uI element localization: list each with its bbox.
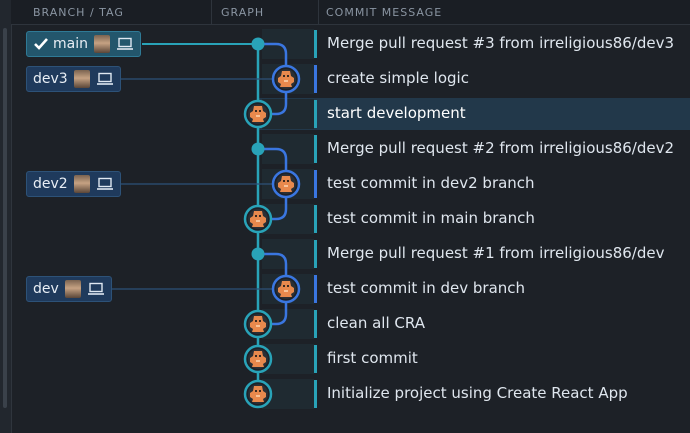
commit-message[interactable]: create simple logic: [327, 69, 469, 87]
pixel-avatar-icon: [250, 211, 266, 227]
pixel-avatar-mouth: [284, 290, 288, 292]
pixel-avatar-mouth: [256, 115, 260, 117]
branch-merge-curve: [258, 252, 288, 289]
pixel-avatar-icon: [250, 316, 266, 332]
pixel-avatar-icon: [250, 106, 266, 122]
branch-merge-curve: [258, 147, 288, 184]
pixel-avatar-icon: [278, 281, 294, 297]
branch-ref-dev3[interactable]: dev3: [26, 66, 121, 92]
lane-accent-bar: [314, 205, 317, 233]
graph-header: BRANCH / TAG GRAPH COMMIT MESSAGE: [11, 0, 690, 25]
branch-name: dev: [33, 281, 59, 297]
column-separator[interactable]: [318, 0, 319, 24]
pixel-avatar-eye: [255, 390, 257, 392]
lane-accent-bar: [314, 380, 317, 408]
pixel-avatar-mouth: [256, 395, 260, 397]
commit-message[interactable]: test commit in dev branch: [327, 279, 526, 297]
pixel-avatar-eye: [283, 285, 285, 287]
pixel-avatar-eye: [255, 215, 257, 217]
column-branch-tag[interactable]: BRANCH / TAG: [33, 6, 124, 19]
commit-message[interactable]: Merge pull request #2 from irreligious86…: [327, 139, 675, 157]
selected-row-highlight[interactable]: [258, 98, 690, 130]
commit-message[interactable]: start development: [327, 104, 466, 122]
pixel-avatar-eye: [287, 75, 289, 77]
pixel-avatar-eye: [259, 355, 261, 357]
lane-accent-bar: [314, 170, 317, 198]
branch-merge-curve: [258, 42, 288, 79]
merge-node-dot: [251, 247, 265, 261]
laptop-icon: [87, 282, 104, 295]
branch-name: main: [53, 36, 88, 52]
pixel-avatar-eye: [259, 110, 261, 112]
lane-accent-bar: [314, 135, 317, 163]
pixel-avatar-icon: [278, 176, 294, 192]
merge-node-dot: [251, 142, 265, 156]
commit-message[interactable]: Merge pull request #1 from irreligious86…: [327, 244, 665, 262]
lane-accent-bar: [314, 310, 317, 338]
lane-accent-bar: [314, 100, 317, 128]
branch-ref-main[interactable]: main: [26, 31, 141, 57]
column-separator[interactable]: [211, 0, 212, 24]
pixel-avatar-eye: [283, 180, 285, 182]
lane-accent-bar: [314, 240, 317, 268]
pixel-avatar-eye: [259, 320, 261, 322]
column-graph[interactable]: GRAPH: [221, 6, 265, 19]
laptop-icon: [96, 177, 113, 190]
pixel-avatar-mouth: [256, 360, 260, 362]
pixel-avatar-icon: [250, 351, 266, 367]
commit-message[interactable]: first commit: [327, 349, 418, 367]
pixel-avatar-eye: [287, 285, 289, 287]
left-panel-edge: [0, 0, 12, 433]
lane-accent-bar: [314, 345, 317, 373]
pixel-avatar-icon: [278, 71, 294, 87]
pixel-avatar-eye: [255, 320, 257, 322]
commit-message[interactable]: test commit in dev2 branch: [327, 174, 535, 192]
pixel-avatar-mouth: [284, 80, 288, 82]
pixel-avatar-eye: [283, 75, 285, 77]
laptop-icon: [96, 72, 113, 85]
commit-message[interactable]: Merge pull request #3 from irreligious86…: [327, 34, 675, 52]
branch-fork-curve: [258, 184, 288, 221]
merge-node-dot: [251, 37, 265, 51]
pixel-avatar-mouth: [256, 220, 260, 222]
avatar-icon: [93, 35, 110, 53]
commit-message[interactable]: test commit in main branch: [327, 209, 535, 227]
pixel-avatar-icon: [250, 386, 266, 402]
commit-message[interactable]: clean all CRA: [327, 314, 425, 332]
commit-message[interactable]: Initialize project using Create React Ap…: [327, 384, 628, 402]
branch-fork-curve: [258, 289, 288, 326]
lane-accent-bar: [314, 65, 317, 93]
check-icon: [34, 38, 48, 50]
branch-ref-dev2[interactable]: dev2: [26, 171, 121, 197]
avatar-icon: [73, 175, 90, 193]
pixel-avatar-eye: [255, 355, 257, 357]
lane-accent-bar: [314, 30, 317, 58]
branch-ref-dev[interactable]: dev: [26, 276, 112, 302]
pixel-avatar-eye: [259, 215, 261, 217]
pixel-avatar-mouth: [284, 185, 288, 187]
scrollbar-thumb[interactable]: [3, 28, 7, 408]
branch-fork-curve: [258, 79, 288, 116]
pixel-avatar-eye: [259, 390, 261, 392]
column-commit-message[interactable]: COMMIT MESSAGE: [326, 6, 443, 19]
pixel-avatar-eye: [255, 110, 257, 112]
pixel-avatar-eye: [287, 180, 289, 182]
avatar-icon: [64, 280, 81, 298]
branch-name: dev2: [33, 176, 68, 192]
avatar-icon: [73, 70, 90, 88]
lane-accent-bar: [314, 275, 317, 303]
branch-name: dev3: [33, 71, 68, 87]
pixel-avatar-mouth: [256, 325, 260, 327]
laptop-icon: [116, 37, 133, 50]
